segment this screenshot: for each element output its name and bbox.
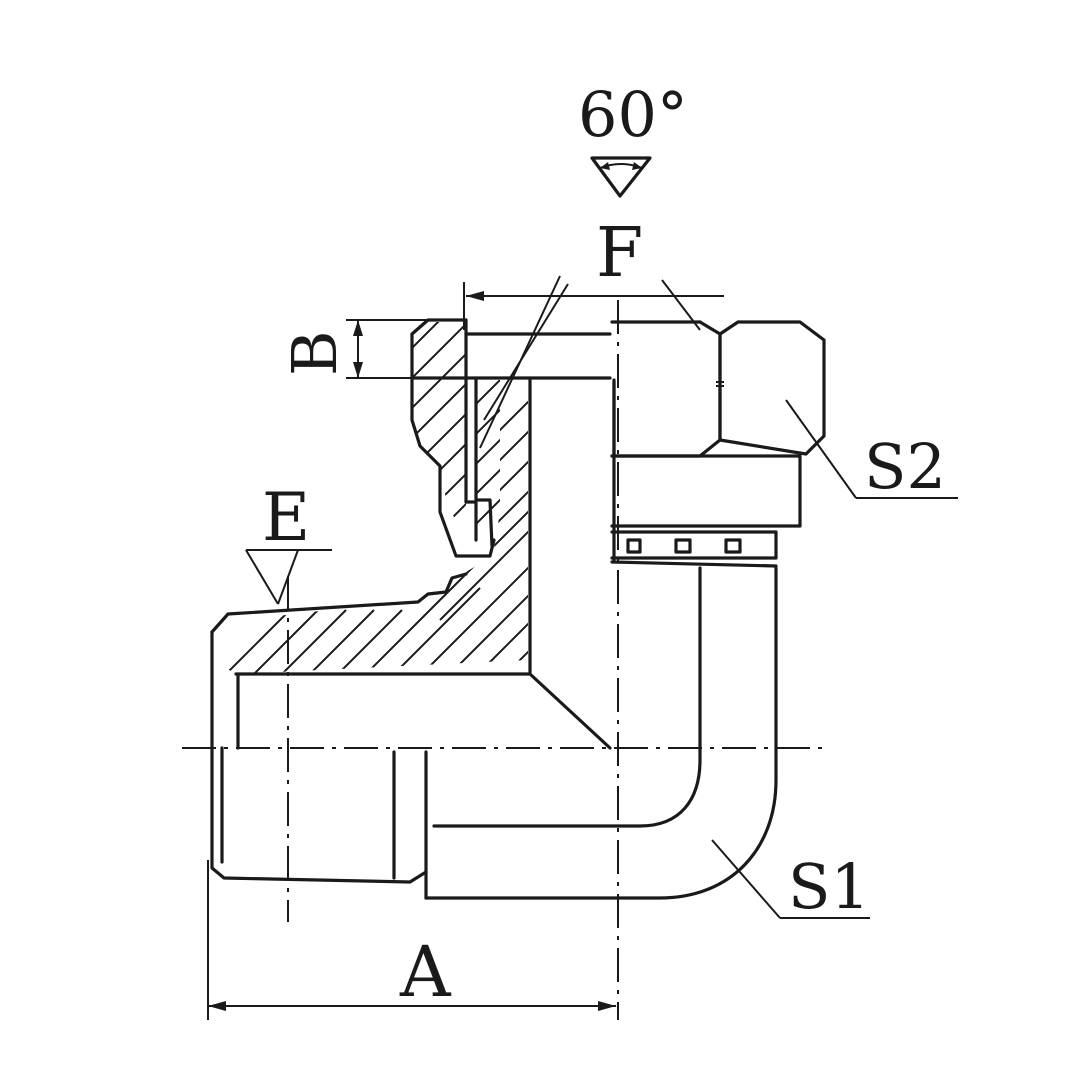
label-E: E [262, 479, 310, 556]
label-A: A [399, 931, 452, 1013]
dim-A-arrow-left [208, 1001, 226, 1011]
angle-60-arrow-left [600, 162, 610, 170]
thread-relief-groove [392, 750, 428, 900]
label-S1: S1 [788, 850, 870, 923]
section-hatching [212, 322, 528, 674]
seat-inner-left [464, 318, 478, 542]
dim-E-leader-right [277, 549, 299, 605]
label-angle: 60° [578, 78, 688, 151]
dim-S1-leader [711, 839, 781, 919]
nut-ring-step [610, 560, 778, 568]
hex-nut-right [718, 320, 826, 456]
centerlines [182, 300, 822, 1020]
bore-upper-edge [234, 672, 612, 750]
fitting-outline [210, 318, 826, 900]
elbow-tube-inner [432, 566, 702, 828]
nut-ring-marks [626, 538, 742, 554]
thread-chamfer [210, 572, 468, 634]
seat-inner-right [474, 378, 494, 548]
hex-center-ticks [716, 381, 724, 387]
dim-F-leader-2 [479, 275, 561, 449]
angle-60-marker [590, 156, 652, 198]
swivel-collar-outline [410, 318, 496, 558]
hex-nut-outline [610, 320, 722, 458]
labels: 60° F B E A S2 S1 [262, 78, 946, 1013]
dim-B-arrow-top [353, 320, 363, 336]
hatch-elbow-body [212, 380, 528, 674]
nut-ring-band [610, 530, 778, 560]
male-thread-end [210, 630, 428, 884]
dimensions [207, 156, 958, 1020]
dim-B-arrow-bottom [353, 362, 363, 378]
label-F: F [596, 214, 643, 293]
label-S2: S2 [864, 430, 946, 503]
dim-F-leader-1 [483, 283, 569, 421]
nut-lower-body [610, 454, 802, 528]
label-B: B [278, 330, 351, 376]
dim-F-leader-3 [661, 279, 701, 331]
dim-E-leader-left [245, 549, 279, 605]
dim-S2-leader [785, 399, 857, 499]
dim-A-arrow-right [598, 1001, 616, 1011]
angle-60-arrow-right [632, 162, 642, 170]
dim-F-arrow-left [466, 291, 484, 301]
elbow-tube-outer [424, 566, 778, 900]
